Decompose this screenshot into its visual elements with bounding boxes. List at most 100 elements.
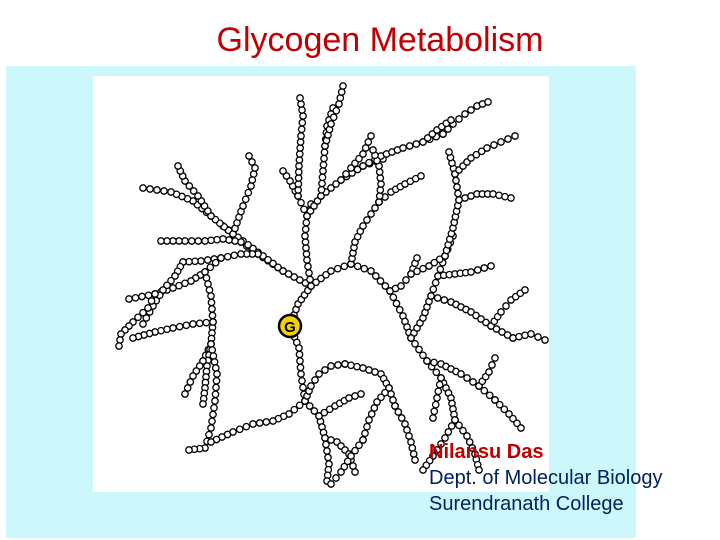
glucose-bead (298, 106, 306, 114)
glucose-bead (163, 325, 171, 334)
glucose-bead (129, 334, 137, 342)
glucose-bead (235, 425, 244, 434)
glucose-bead (157, 237, 165, 245)
glucose-bead (299, 383, 307, 392)
glucose-bead (321, 366, 329, 374)
glucose-bead (455, 421, 463, 430)
glucose-bead (313, 197, 322, 205)
glucose-bead (225, 236, 233, 244)
glucose-bead (201, 237, 209, 245)
glucose-bead (435, 255, 444, 264)
glucose-bead (405, 142, 414, 150)
glucose-bead (357, 390, 365, 398)
glucose-bead (359, 222, 367, 230)
glucose-bead (262, 418, 271, 426)
glucose-bead (490, 141, 498, 149)
glucose-bead (333, 264, 342, 273)
glucose-bead (318, 179, 326, 188)
glucose-bead (241, 195, 250, 204)
glucose-bead (340, 462, 349, 471)
glucose-bead (244, 188, 253, 197)
glucose-bead (307, 282, 315, 290)
glucose-bead (427, 292, 435, 300)
glucose-bead (247, 182, 255, 190)
glucose-bead (359, 436, 367, 444)
glucose-bead (327, 362, 335, 370)
glucose-bead (264, 255, 272, 264)
glucose-bead (347, 452, 355, 460)
glucose-bead (488, 361, 496, 369)
glucose-bead (521, 331, 529, 340)
glucose-bead (411, 456, 419, 464)
glucose-bead (347, 361, 355, 370)
glucose-bead (332, 474, 340, 482)
glucose-bead (312, 278, 320, 287)
glucose-bead (255, 419, 264, 427)
glucose-bead (489, 190, 497, 198)
glucose-bead (340, 262, 349, 271)
glucose-bead (363, 422, 371, 431)
glucose-bead (311, 376, 319, 384)
glucose-bead (541, 336, 549, 344)
glucose-bead (355, 154, 363, 163)
glucose-bead (407, 334, 415, 342)
glucose-bead (319, 167, 327, 175)
glucose-bead (504, 135, 512, 143)
glucose-bead (463, 432, 471, 440)
glucose-bead (146, 185, 154, 193)
glucose-bead (339, 82, 347, 90)
glucose-bead (337, 88, 346, 96)
glucose-bead (185, 446, 193, 454)
glucose-bead (323, 447, 331, 455)
glucose-bead (139, 320, 147, 328)
glucose-bead (436, 265, 445, 274)
glucose-bead (199, 400, 207, 408)
glucose-bead (157, 326, 165, 335)
glucose-bead (511, 132, 519, 140)
glucose-bead (482, 318, 490, 327)
glucose-bead (505, 410, 513, 418)
glucose-bead (117, 330, 125, 338)
glucose-bead (381, 282, 390, 290)
glucose-bead (306, 275, 314, 284)
glucose-bead (485, 368, 493, 376)
glucose-bead (429, 285, 438, 294)
glucose-bead (185, 182, 194, 190)
glucose-bead (430, 258, 439, 267)
glucose-bead (408, 444, 417, 452)
glucose-bead (392, 299, 401, 308)
glucose-bead (399, 144, 407, 152)
glucose-bead (297, 125, 306, 134)
glucose-bead (434, 387, 443, 396)
glucose-bead (208, 346, 217, 354)
glucose-bead (210, 358, 219, 366)
glucose-bead (318, 173, 327, 182)
glucose-bead (310, 202, 318, 210)
glucose-bead (295, 350, 304, 359)
glucose-bead (347, 164, 355, 172)
glucose-bead (391, 402, 399, 410)
glucose-bead (501, 192, 509, 201)
glucose-bead (487, 262, 495, 270)
glucose-bead (249, 420, 257, 428)
glucose-bead (468, 444, 477, 452)
glucose-bead (527, 330, 535, 338)
glycogen-branch-diagram: G (115, 82, 549, 488)
glucose-bead (472, 150, 481, 159)
glucose-bead (279, 167, 287, 175)
glucose-bead (485, 391, 494, 400)
glucose-bead (452, 176, 460, 185)
glucose-bead (502, 302, 510, 310)
glucose-bead (394, 408, 403, 416)
glucose-bead (430, 407, 439, 416)
glucose-bead (463, 374, 471, 382)
glucose-bead (459, 426, 467, 435)
glucose-bead (297, 132, 305, 140)
glucose-bead (337, 468, 345, 476)
glucose-bead (484, 98, 492, 106)
glucose-bead (305, 402, 314, 410)
glucose-bead (364, 138, 373, 146)
glucose-bead (237, 238, 245, 246)
glucose-bead (138, 292, 146, 301)
glucose-bead (301, 225, 310, 234)
